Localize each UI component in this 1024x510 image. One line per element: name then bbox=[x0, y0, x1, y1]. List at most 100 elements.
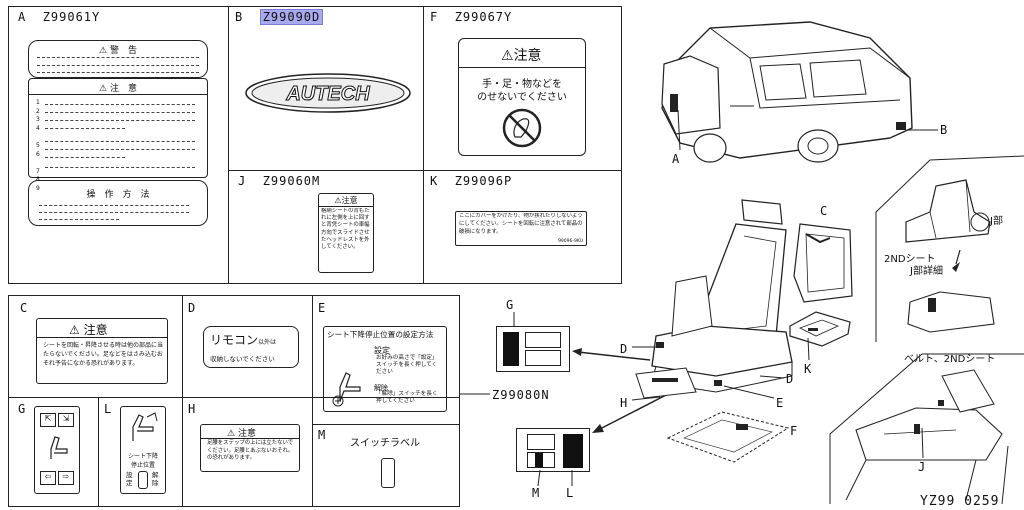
label-h-letter: H bbox=[188, 402, 197, 416]
callout-j-line bbox=[921, 427, 924, 459]
callout-d1-line bbox=[632, 346, 660, 348]
callout-g: G bbox=[506, 298, 515, 312]
switch-block-lm-black-small bbox=[535, 453, 543, 467]
label-b-letter: B bbox=[235, 10, 244, 24]
switch-block-lm-black-large bbox=[563, 434, 583, 468]
switch-block-lm-cell bbox=[527, 452, 555, 468]
label-a-caution-line bbox=[45, 112, 195, 113]
g-switch-bottom-right: ⇨ bbox=[58, 471, 74, 485]
callout-a-line bbox=[677, 109, 681, 151]
callout-j: J bbox=[918, 460, 927, 474]
label-d-text: 収納しないでください bbox=[210, 355, 275, 363]
label-a-warning-title: ⚠ 警 告 bbox=[99, 46, 137, 56]
callout-h: H bbox=[620, 396, 629, 410]
label-a-warning-block: ⚠ 警 告 bbox=[28, 40, 208, 78]
label-a-caution-line bbox=[45, 141, 195, 142]
bottom-panel-code: Z99080N bbox=[492, 388, 550, 402]
label-a-warning-line bbox=[37, 72, 199, 73]
callout-h-line bbox=[631, 396, 661, 401]
seat-back-part-c bbox=[793, 223, 853, 303]
label-a-caution-line bbox=[45, 157, 125, 158]
second-row-seat-detail bbox=[875, 155, 1024, 342]
label-c-letter: C bbox=[20, 301, 29, 315]
label-a-code: Z99061Y bbox=[42, 10, 101, 24]
label-l-letter: L bbox=[104, 402, 113, 416]
label-f-header: F Z99067Y bbox=[430, 10, 512, 24]
bottom-divider-h2 bbox=[312, 424, 460, 425]
bottom-divider-v3 bbox=[98, 397, 99, 507]
label-e-title: シート下降停止位置の設定方法 bbox=[327, 330, 434, 339]
label-h-divider bbox=[201, 438, 299, 439]
label-d-letter: D bbox=[188, 301, 197, 315]
label-j-letter: J bbox=[238, 174, 247, 188]
label-k-text: ここにカバーをかけたり、物が挟れたりしないようにしてください。シートを回転に注意… bbox=[459, 213, 583, 235]
detail-belt-label: ベルト、2NDシート bbox=[904, 354, 996, 365]
label-d-title: リモコン以外は bbox=[210, 333, 277, 347]
label-f-divider bbox=[459, 67, 585, 68]
callout-e: E bbox=[776, 396, 785, 410]
label-l-text2: 停止位置 bbox=[130, 462, 155, 469]
drawing-code: YZ99 0259 bbox=[920, 494, 1000, 509]
label-l-release: 解除 bbox=[152, 471, 159, 487]
label-m-text: スイッチラベル bbox=[350, 438, 420, 449]
label-b-header: B Z99090D bbox=[235, 9, 324, 25]
top-panel-divider-v2 bbox=[423, 6, 424, 284]
label-e-release: 解除 bbox=[374, 384, 388, 392]
label-f-text2: のせないでください bbox=[477, 92, 567, 103]
label-j-caution: ⚠注意 bbox=[334, 196, 358, 205]
label-f-sticker: ⚠注意 手・足・物などを のせないでください bbox=[458, 38, 586, 156]
callout-lm-lines bbox=[537, 469, 573, 487]
callout-d2-line bbox=[759, 375, 785, 379]
label-b-code-highlighted[interactable]: Z99090D bbox=[259, 9, 324, 25]
label-e-sticker: シート下降停止位置の設定方法 設定 お好みの高さで「設定」スイッチを長く押してく… bbox=[323, 326, 447, 412]
label-k-header: K Z99096P bbox=[430, 174, 512, 188]
switch-block-g-cell bbox=[525, 332, 561, 348]
top-panel-divider-v1 bbox=[228, 6, 229, 284]
no-foot-prohibition-icon bbox=[502, 108, 542, 148]
bottom-divider-v2 bbox=[312, 295, 313, 507]
label-m-switch-outline bbox=[381, 458, 395, 488]
switch-block-g-black bbox=[503, 332, 519, 366]
callout-d1: D bbox=[620, 342, 629, 356]
label-a-operation-line bbox=[39, 205, 189, 206]
switch-block-g bbox=[496, 326, 570, 372]
label-k-sticker: ここにカバーをかけたり、物が挟れたりしないようにしてください。シートを回転に注意… bbox=[455, 211, 587, 246]
l-seat-icon bbox=[132, 412, 158, 441]
top-label-panel bbox=[8, 6, 622, 284]
callout-f: F bbox=[790, 424, 799, 438]
label-g-letter: G bbox=[18, 402, 27, 416]
label-a-caution-line bbox=[45, 149, 195, 150]
g-seat-icon bbox=[50, 436, 68, 459]
callout-g-line bbox=[513, 312, 515, 326]
label-e-set-text: お好みの高さで「設定」スイッチを長く押してください bbox=[376, 355, 438, 375]
label-l-set: 設定 bbox=[126, 471, 133, 487]
label-k-code: Z99096P bbox=[454, 174, 513, 188]
label-k-letter: K bbox=[430, 174, 439, 188]
label-a-header: A Z99061Y bbox=[18, 10, 100, 24]
label-e-letter: E bbox=[318, 301, 327, 315]
label-a-caution-divider bbox=[29, 94, 207, 95]
g-switch-top-right: ⇲ bbox=[58, 413, 74, 427]
vehicle-illustration bbox=[661, 21, 913, 163]
autech-emblem: AUTECH bbox=[245, 73, 411, 113]
callout-l: L bbox=[566, 486, 575, 500]
bottom-divider-v1 bbox=[182, 295, 183, 507]
seat-height-icon bbox=[332, 372, 361, 407]
callout-m: M bbox=[532, 486, 541, 500]
callout-e-line bbox=[723, 385, 775, 399]
label-a-operation-block: 操 作 方 法 bbox=[28, 180, 208, 226]
label-a-operation-line bbox=[39, 219, 119, 220]
label-a-caution-line bbox=[45, 167, 195, 168]
arrow-to-g bbox=[572, 348, 651, 361]
label-c-sticker: ⚠ 注意 シートを回転・昇降させる時は他の部品に当たらないでください。足などをは… bbox=[36, 318, 168, 384]
g-switch-bottom-left: ⇦ bbox=[40, 471, 56, 485]
label-e-release-text: 「解除」スイッチを長く押してください bbox=[376, 391, 438, 404]
part-k bbox=[789, 311, 851, 347]
label-a-caution-line bbox=[45, 104, 195, 105]
top-panel-divider-h bbox=[228, 170, 622, 171]
floor-plate-f bbox=[666, 411, 790, 463]
arrow-to-lm bbox=[592, 393, 669, 433]
label-f-letter: F bbox=[430, 10, 439, 24]
g-switch-top-left: ⇱ bbox=[40, 413, 56, 427]
